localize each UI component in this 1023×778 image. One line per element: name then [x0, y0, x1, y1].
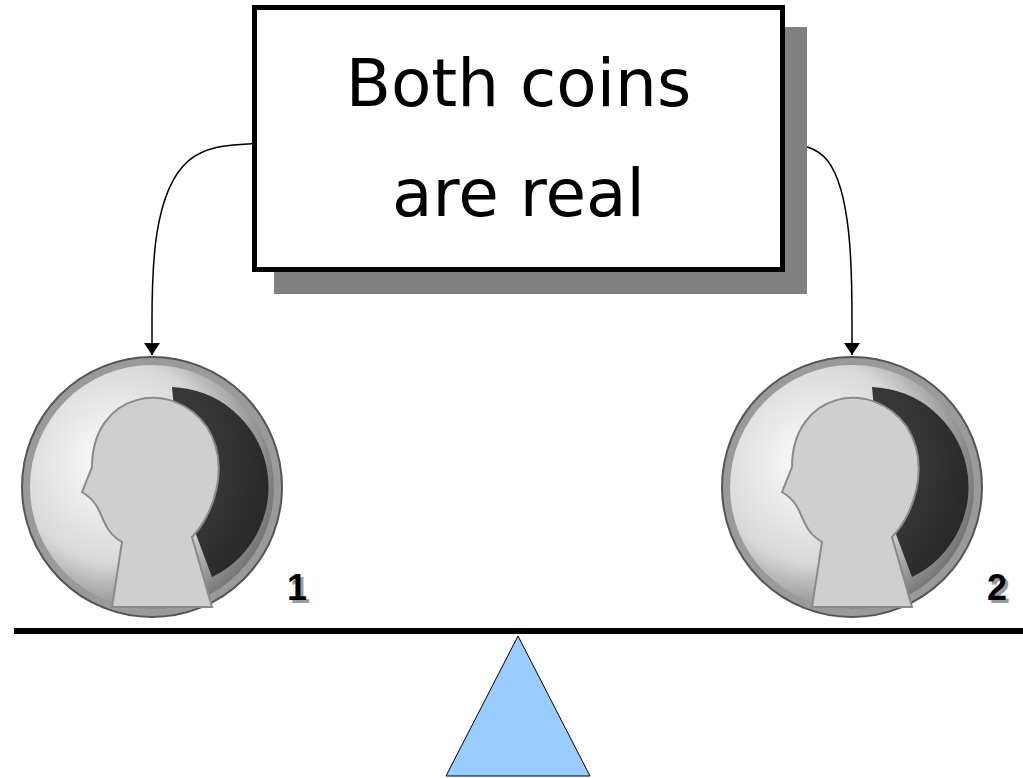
- coin-rim: [722, 357, 982, 617]
- coin-drawing: [21, 356, 311, 618]
- statement-box: Both coins are real: [252, 5, 785, 272]
- fulcrum-triangle: [446, 636, 590, 776]
- coin-portrait: [782, 398, 919, 607]
- callout-number: 1: [287, 568, 307, 608]
- coin-face: [730, 365, 974, 609]
- callout-number: 2: [987, 568, 1007, 608]
- coin-face: [30, 365, 274, 609]
- arrow-connector: [785, 144, 852, 355]
- coin-figure: 2: [721, 356, 1011, 618]
- balance-beam: [14, 628, 1023, 634]
- coin-drawing: [721, 356, 1011, 618]
- arrow-connector: [152, 144, 252, 355]
- coin-portrait: [82, 398, 219, 607]
- statement-text: Both coins are real: [319, 29, 719, 249]
- coin-rim: [22, 357, 282, 617]
- coin-figure: 1: [21, 356, 311, 618]
